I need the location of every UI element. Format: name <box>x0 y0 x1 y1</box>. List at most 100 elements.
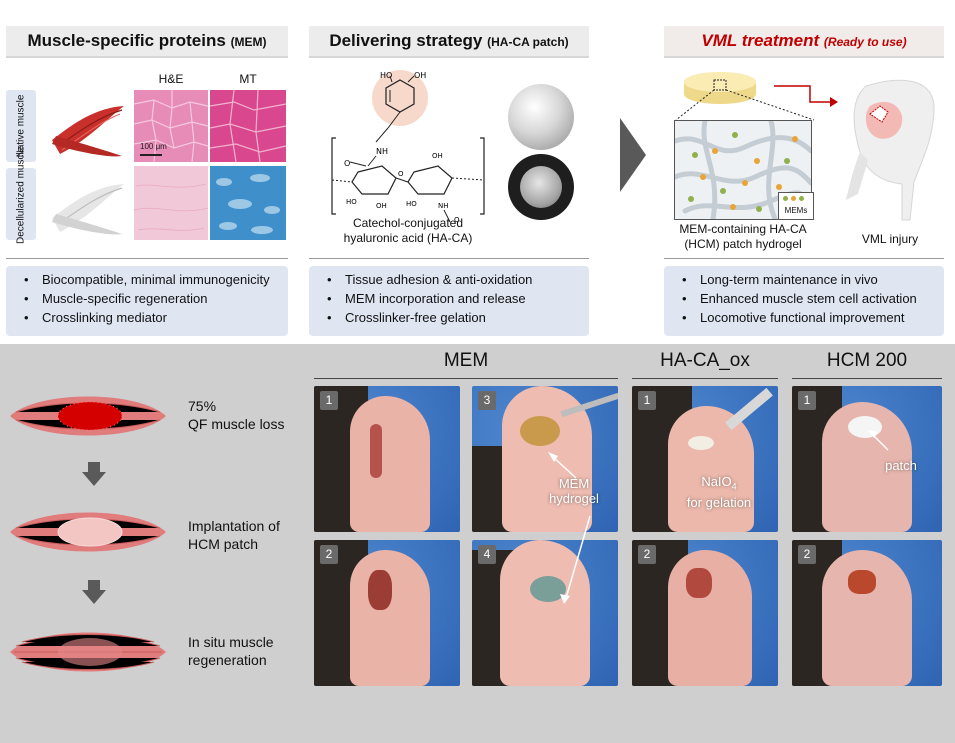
bullet-mem-3: Crosslinking mediator <box>24 310 278 325</box>
mouse-leg-icon <box>846 79 935 221</box>
hydrogel-patch-photo <box>508 154 574 220</box>
bullet-delivery-3: Crosslinker-free gelation <box>327 310 579 325</box>
arrow-right-icon <box>620 118 646 192</box>
svg-text:OH: OH <box>376 202 387 210</box>
muscle-regenerated-icon <box>10 632 166 672</box>
step-3-line2: regeneration <box>188 652 267 668</box>
photo-mem-2: 2 <box>314 540 460 686</box>
naio-label: NaIO4 for gelation <box>674 474 764 510</box>
he-native-image: 100 μm <box>133 90 209 163</box>
bullet-vml-1: Long-term maintenance in vivo <box>682 272 934 287</box>
muscle-patch-icon <box>10 512 166 552</box>
decellularized-muscle-icon <box>52 184 124 235</box>
step-2: Implantation of HCM patch <box>188 517 280 553</box>
bullets-delivery: Tissue adhesion & anti-oxidation MEM inc… <box>309 266 589 336</box>
mems-legend: MEMs <box>778 192 814 220</box>
label-native-box: Native muscle <box>6 90 36 162</box>
step-1-line1: 75% <box>188 398 217 414</box>
mem-hydrogel-line1: MEM <box>558 476 590 491</box>
svg-text:HO: HO <box>406 200 417 208</box>
scale-bar-label: 100 μm <box>140 142 167 151</box>
bullet-delivery-1: Tissue adhesion & anti-oxidation <box>327 272 579 287</box>
bullet-delivery-2: MEM incorporation and release <box>327 291 579 306</box>
mt-decell-image <box>210 166 286 240</box>
down-arrow-icon <box>82 580 106 604</box>
svg-text:O: O <box>344 159 350 168</box>
header-delivery-title: Delivering strategy <box>329 31 483 50</box>
haca-molecule-diagram: HO OH NH O O HO OH HO OH NH O <box>331 70 485 224</box>
group-hcm-title: HCM 200 <box>826 350 908 371</box>
header-vml-title: VML treatment <box>701 31 820 50</box>
svg-text:O: O <box>454 216 460 224</box>
header-vml: VML treatment (Ready to use) <box>664 26 944 58</box>
group-mem-title: MEM <box>443 350 489 371</box>
label-decell: Decellularized muscle <box>15 146 27 244</box>
muscle-loss-icon <box>10 396 166 436</box>
patch-caption-line1: MEM-containing HA-CA <box>679 222 807 236</box>
photo-haca-1: NaIO4 for gelation 1 <box>632 386 778 532</box>
bullets-mem: Biocompatible, minimal immunogenicity Mu… <box>6 266 288 336</box>
bullet-vml-3: Locomotive functional improvement <box>682 310 934 325</box>
step-2-line2: HCM patch <box>188 536 259 552</box>
patch-caption-line2: (HCM) patch hydrogel <box>684 237 802 251</box>
bullets-vml: Long-term maintenance in vivo Enhanced m… <box>664 266 944 336</box>
photo-mem-4: 4 <box>472 540 618 686</box>
step-3-line1: In situ muscle <box>188 634 274 650</box>
svg-text:O: O <box>398 170 404 178</box>
red-arrow-icon <box>774 85 838 107</box>
hydrogel-clear-photo <box>508 84 574 150</box>
divider-vml <box>664 258 944 259</box>
molecule-caption-line2: hyaluronic acid (HA-CA) <box>343 231 473 245</box>
header-delivery-sub: (HA-CA patch) <box>487 35 569 49</box>
group-hcm-line <box>792 378 942 379</box>
step-1-line2: QF muscle loss <box>188 416 285 432</box>
patch-label: patch <box>885 458 917 473</box>
svg-text:HO: HO <box>380 71 392 80</box>
header-delivery: Delivering strategy (HA-CA patch) <box>309 26 589 58</box>
molecule-caption: Catechol-conjugated hyaluronic acid (HA-… <box>320 216 496 246</box>
photo-number: 3 <box>478 391 496 410</box>
molecule-caption-line1: Catechol-conjugated <box>352 216 464 230</box>
mem-hydrogel-line2: hydrogel <box>549 491 599 506</box>
photo-number: 1 <box>798 391 816 410</box>
svg-text:NH: NH <box>438 202 449 210</box>
photo-number: 1 <box>638 391 656 410</box>
bullet-mem-2: Muscle-specific regeneration <box>24 291 278 306</box>
photo-haca-2: 2 <box>632 540 778 686</box>
divider-mem <box>6 258 288 259</box>
photo-number: 2 <box>320 545 338 564</box>
down-arrow-icon <box>82 462 106 486</box>
divider-delivery <box>309 258 589 259</box>
photo-number: 1 <box>320 391 338 410</box>
svg-text:HO: HO <box>346 198 357 206</box>
step-1: 75% QF muscle loss <box>188 397 284 433</box>
naio-line2: for gelation <box>686 494 752 510</box>
photo-hcm-1: patch 1 <box>792 386 942 532</box>
header-mem-sub: (MEM) <box>230 35 267 49</box>
bullet-vml-2: Enhanced muscle stem cell activation <box>682 291 934 306</box>
photo-hcm-2: 2 <box>792 540 942 686</box>
group-mem-line <box>314 378 618 379</box>
annotation-arrows <box>548 452 591 604</box>
group-haca-line <box>632 378 778 379</box>
photo-mem-3: MEM hydrogel 3 <box>472 386 618 532</box>
naio-line1: NaIO <box>701 474 732 489</box>
svg-text:OH: OH <box>432 152 443 160</box>
photo-number: 2 <box>798 545 816 564</box>
header-vml-sub: (Ready to use) <box>823 35 907 49</box>
patch-disc-icon <box>675 72 815 121</box>
step-2-line1: Implantation of <box>188 518 280 534</box>
photo-number: 4 <box>478 545 496 564</box>
svg-text:NH: NH <box>376 147 388 156</box>
header-mem: Muscle-specific proteins (MEM) <box>6 26 288 58</box>
patch-arrow <box>868 430 889 451</box>
mt-native-image <box>209 89 287 163</box>
vml-injury-label: VML injury <box>861 232 919 246</box>
step-3: In situ muscle regeneration <box>188 633 274 669</box>
scale-bar <box>140 154 162 156</box>
native-muscle-icon <box>52 106 124 157</box>
col-mt: MT <box>239 72 257 86</box>
label-decell-box: Decellularized muscle <box>6 147 36 244</box>
col-he: H&E <box>158 72 184 86</box>
patch-caption: MEM-containing HA-CA (HCM) patch hydroge… <box>668 222 818 252</box>
